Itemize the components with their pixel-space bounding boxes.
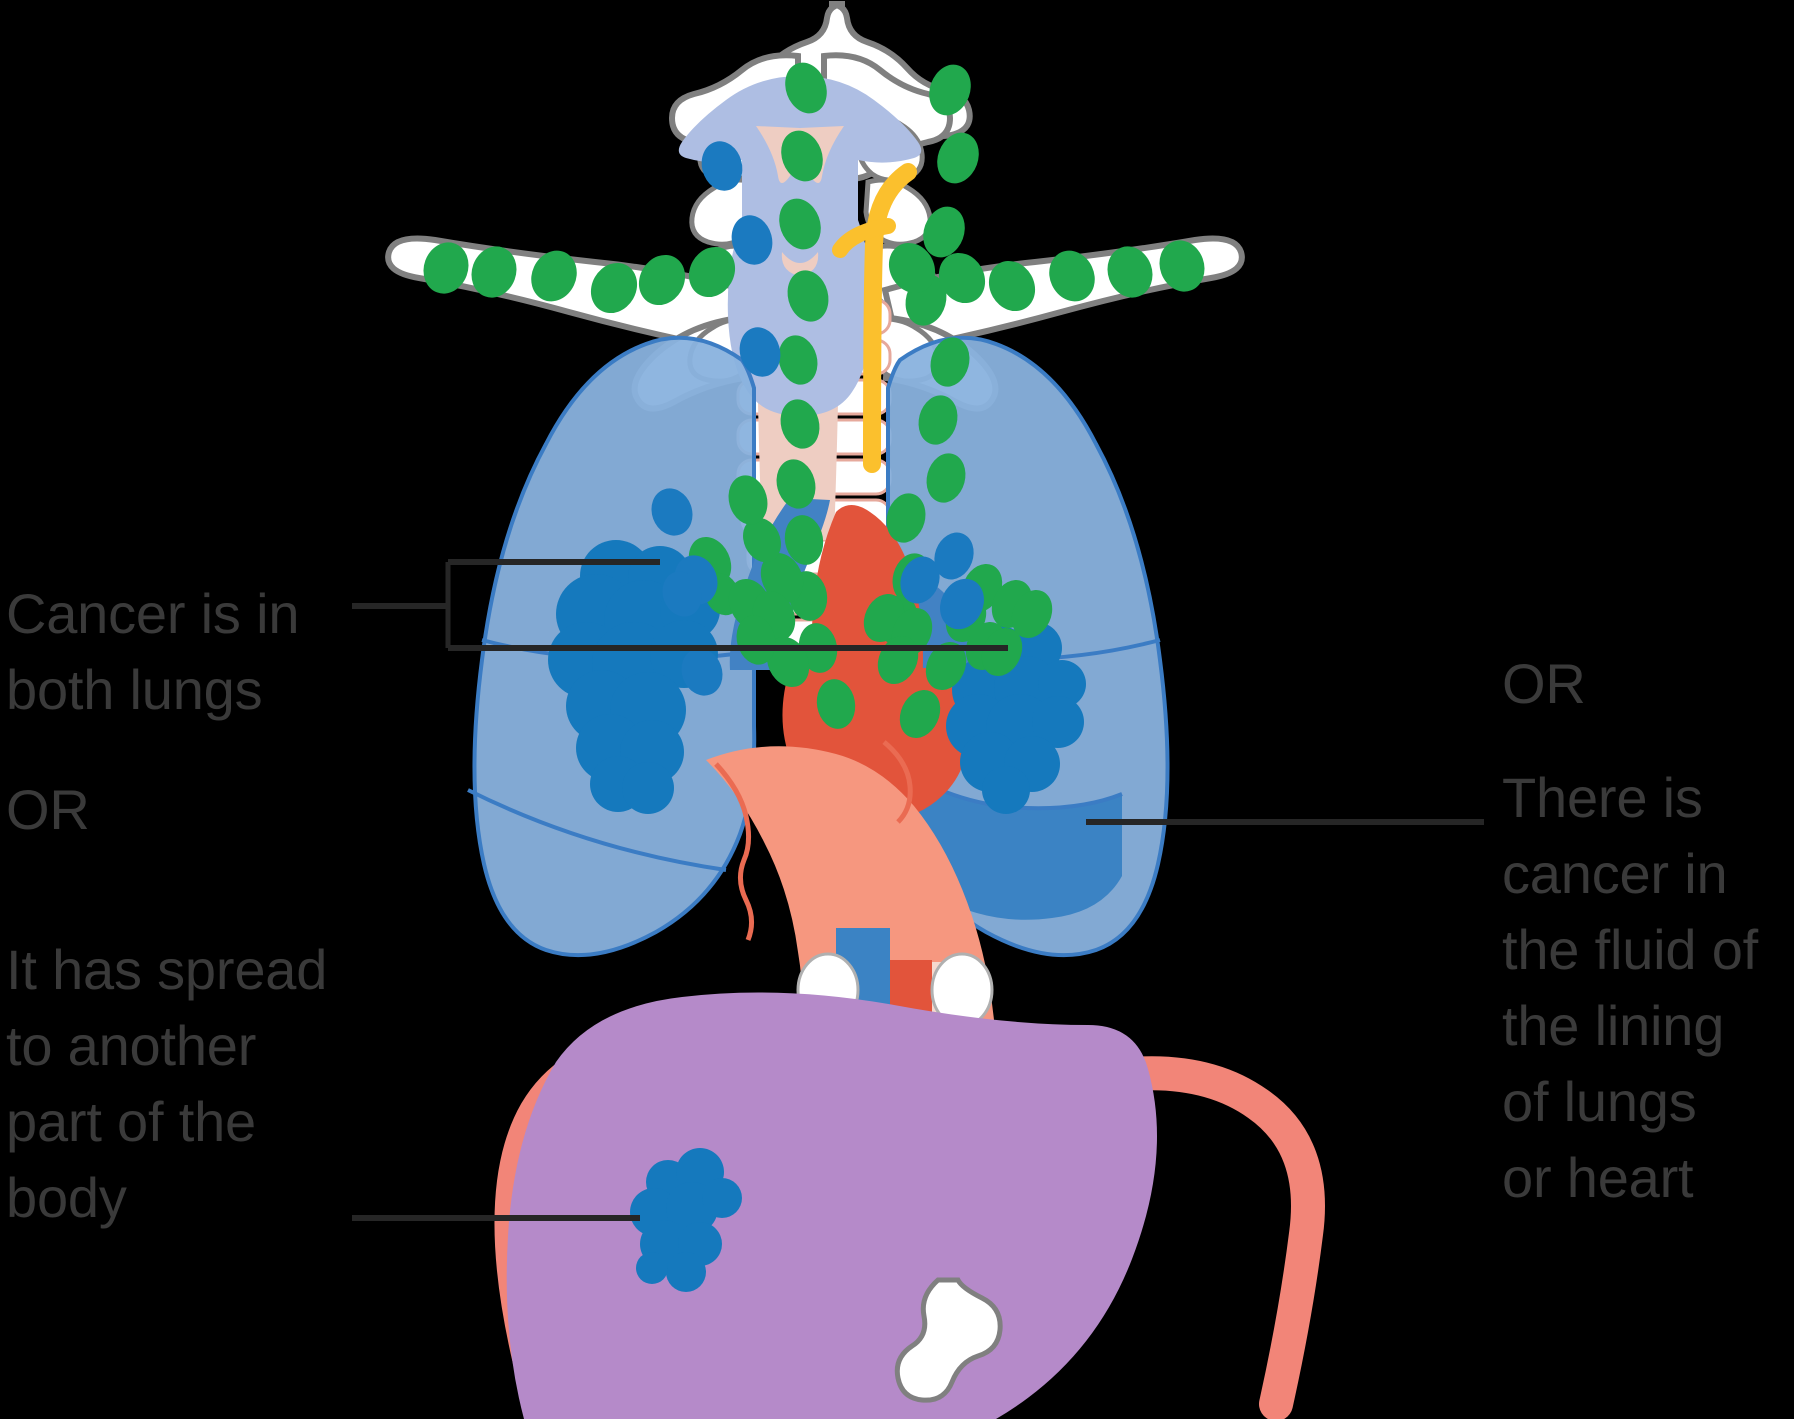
label-or-left: OR	[6, 778, 90, 841]
thoracic-duct	[863, 163, 917, 473]
lower-bone	[894, 1277, 1003, 1403]
tumor-left-lung	[548, 540, 720, 814]
diaphragm	[706, 746, 994, 1020]
thoracic-duct-branch	[832, 218, 896, 258]
leader-lines-group	[352, 559, 1484, 1221]
label-cancer-both-lungs: Cancer is in both lungs	[6, 582, 300, 721]
lymph-nodes-group	[423, 62, 1205, 739]
lymph-node	[888, 240, 1205, 312]
lymph-node	[863, 563, 1053, 739]
label-cancer-in-fluid: There is cancer in the fluid of the lini…	[1502, 766, 1758, 1209]
lymph-node	[728, 475, 776, 665]
label-or-right: OR	[1502, 652, 1586, 715]
label-spread-to-another-part: It has spread to another part of the bod…	[6, 938, 328, 1229]
liver	[506, 992, 1157, 1419]
lymph-node	[776, 62, 856, 729]
vocal-cords	[781, 252, 819, 276]
left-lung-fissure-lower	[467, 788, 727, 872]
diaphragm-group	[706, 740, 994, 1020]
tumors-group	[548, 540, 1086, 1292]
diaphragm-crease	[714, 762, 754, 941]
diaphragm-crease-right	[882, 740, 913, 824]
cancerous-lymph-node	[651, 141, 984, 696]
lymph-node	[423, 242, 736, 314]
tumor-liver	[630, 1148, 742, 1292]
